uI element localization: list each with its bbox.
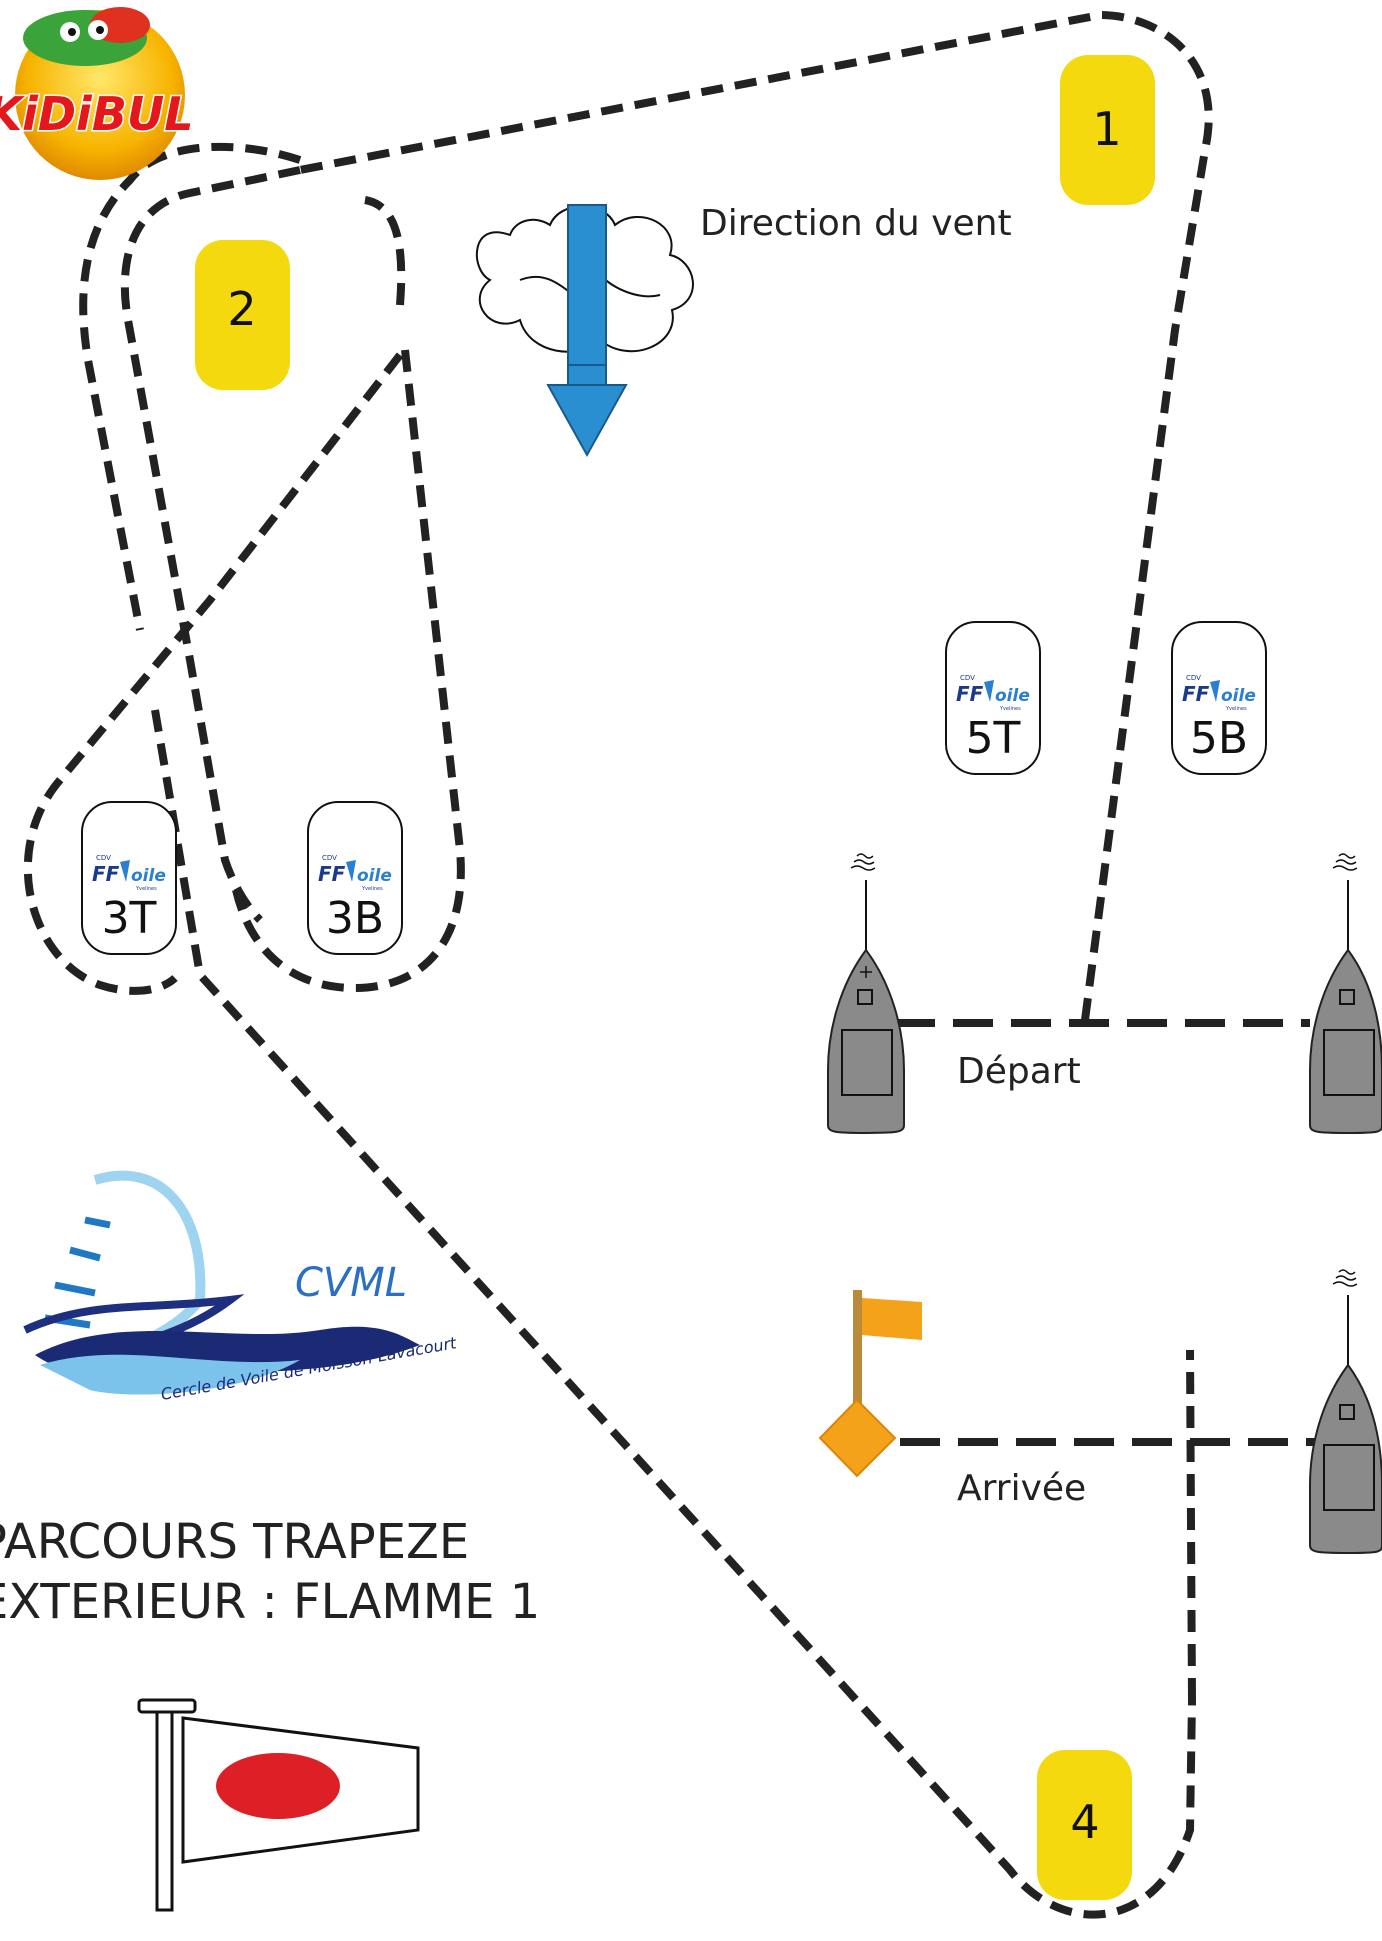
route-start-to-mark1	[299, 10, 1213, 1021]
svg-text:CDV: CDV	[322, 854, 337, 862]
committee-boat-start-right	[1309, 853, 1382, 1135]
svg-text:CDV: CDV	[96, 854, 111, 862]
mark-1-label: 1	[1092, 102, 1121, 156]
route-leg-to-mark4	[151, 709, 1196, 1919]
svg-text:oile: oile	[131, 866, 166, 886]
finish-label: Arrivée	[957, 1468, 1086, 1509]
route-inner-leg	[232, 349, 465, 993]
pennant-flag-1-icon	[137, 1698, 420, 1912]
route-mark2-loop	[79, 142, 302, 631]
route-diagonal-to-3T	[23, 352, 404, 995]
svg-text:oile: oile	[995, 686, 1030, 706]
svg-text:FF: FF	[1182, 682, 1210, 706]
title-line-2: EXTERIEUR : FLAMME 1	[0, 1574, 540, 1630]
route-gate-connector	[364, 196, 406, 306]
mark-2: 2	[195, 240, 290, 390]
title-line-1: PARCOURS TRAPEZE	[0, 1514, 469, 1570]
mark-4-label: 4	[1070, 1795, 1099, 1849]
svg-text:Yvelines: Yvelines	[361, 886, 383, 892]
start-label: Départ	[957, 1051, 1081, 1092]
svg-text:oile: oile	[357, 866, 392, 886]
mark-4: 4	[1037, 1750, 1132, 1900]
svg-text:CDV: CDV	[1186, 674, 1201, 682]
svg-text:oile: oile	[1221, 686, 1256, 706]
buoy-5T: CDV FF oile Yvelines 5T	[945, 621, 1041, 775]
wind-arrow-icon	[546, 204, 628, 458]
course-route	[23, 10, 1330, 1919]
route-mark4-up	[1186, 1349, 1196, 1701]
kidibul-logo: KiDiBUL	[0, 7, 195, 180]
committee-boat-start-left	[827, 853, 905, 1135]
svg-text:Yvelines: Yvelines	[1225, 706, 1247, 712]
svg-text:FF: FF	[956, 682, 984, 706]
svg-text:Yvelines: Yvelines	[999, 706, 1021, 712]
buoy-5B-label: 5B	[1190, 713, 1248, 764]
buoy-3B: CDV FF oile Yvelines 3B	[307, 801, 403, 955]
cvml-acronym: CVML	[295, 1260, 407, 1306]
buoy-3B-label: 3B	[326, 893, 384, 944]
cvml-logo: CVML Cercle de Voile de Moisson-Lavacour…	[23, 1170, 458, 1404]
mark-1: 1	[1060, 55, 1155, 205]
svg-text:FF: FF	[318, 862, 346, 886]
svg-text:CDV: CDV	[960, 674, 975, 682]
committee-boat-finish	[1309, 1269, 1382, 1555]
buoy-5T-label: 5T	[966, 713, 1021, 764]
finish-flag-icon	[818, 1290, 922, 1478]
svg-text:FF: FF	[92, 862, 120, 886]
kidibul-wordmark: KiDiBUL	[0, 87, 194, 141]
buoy-3T-label: 3T	[102, 893, 157, 944]
route-mark1-to-mark2	[120, 166, 301, 923]
mark-2-label: 2	[227, 282, 256, 336]
svg-text:Yvelines: Yvelines	[135, 886, 157, 892]
wind-indicator: Direction du vent	[476, 203, 1012, 458]
buoy-5B: CDV FF oile Yvelines 5B	[1171, 621, 1267, 775]
wind-direction-label: Direction du vent	[700, 203, 1012, 244]
buoy-3T: CDV FF oile Yvelines 3T	[81, 801, 177, 955]
